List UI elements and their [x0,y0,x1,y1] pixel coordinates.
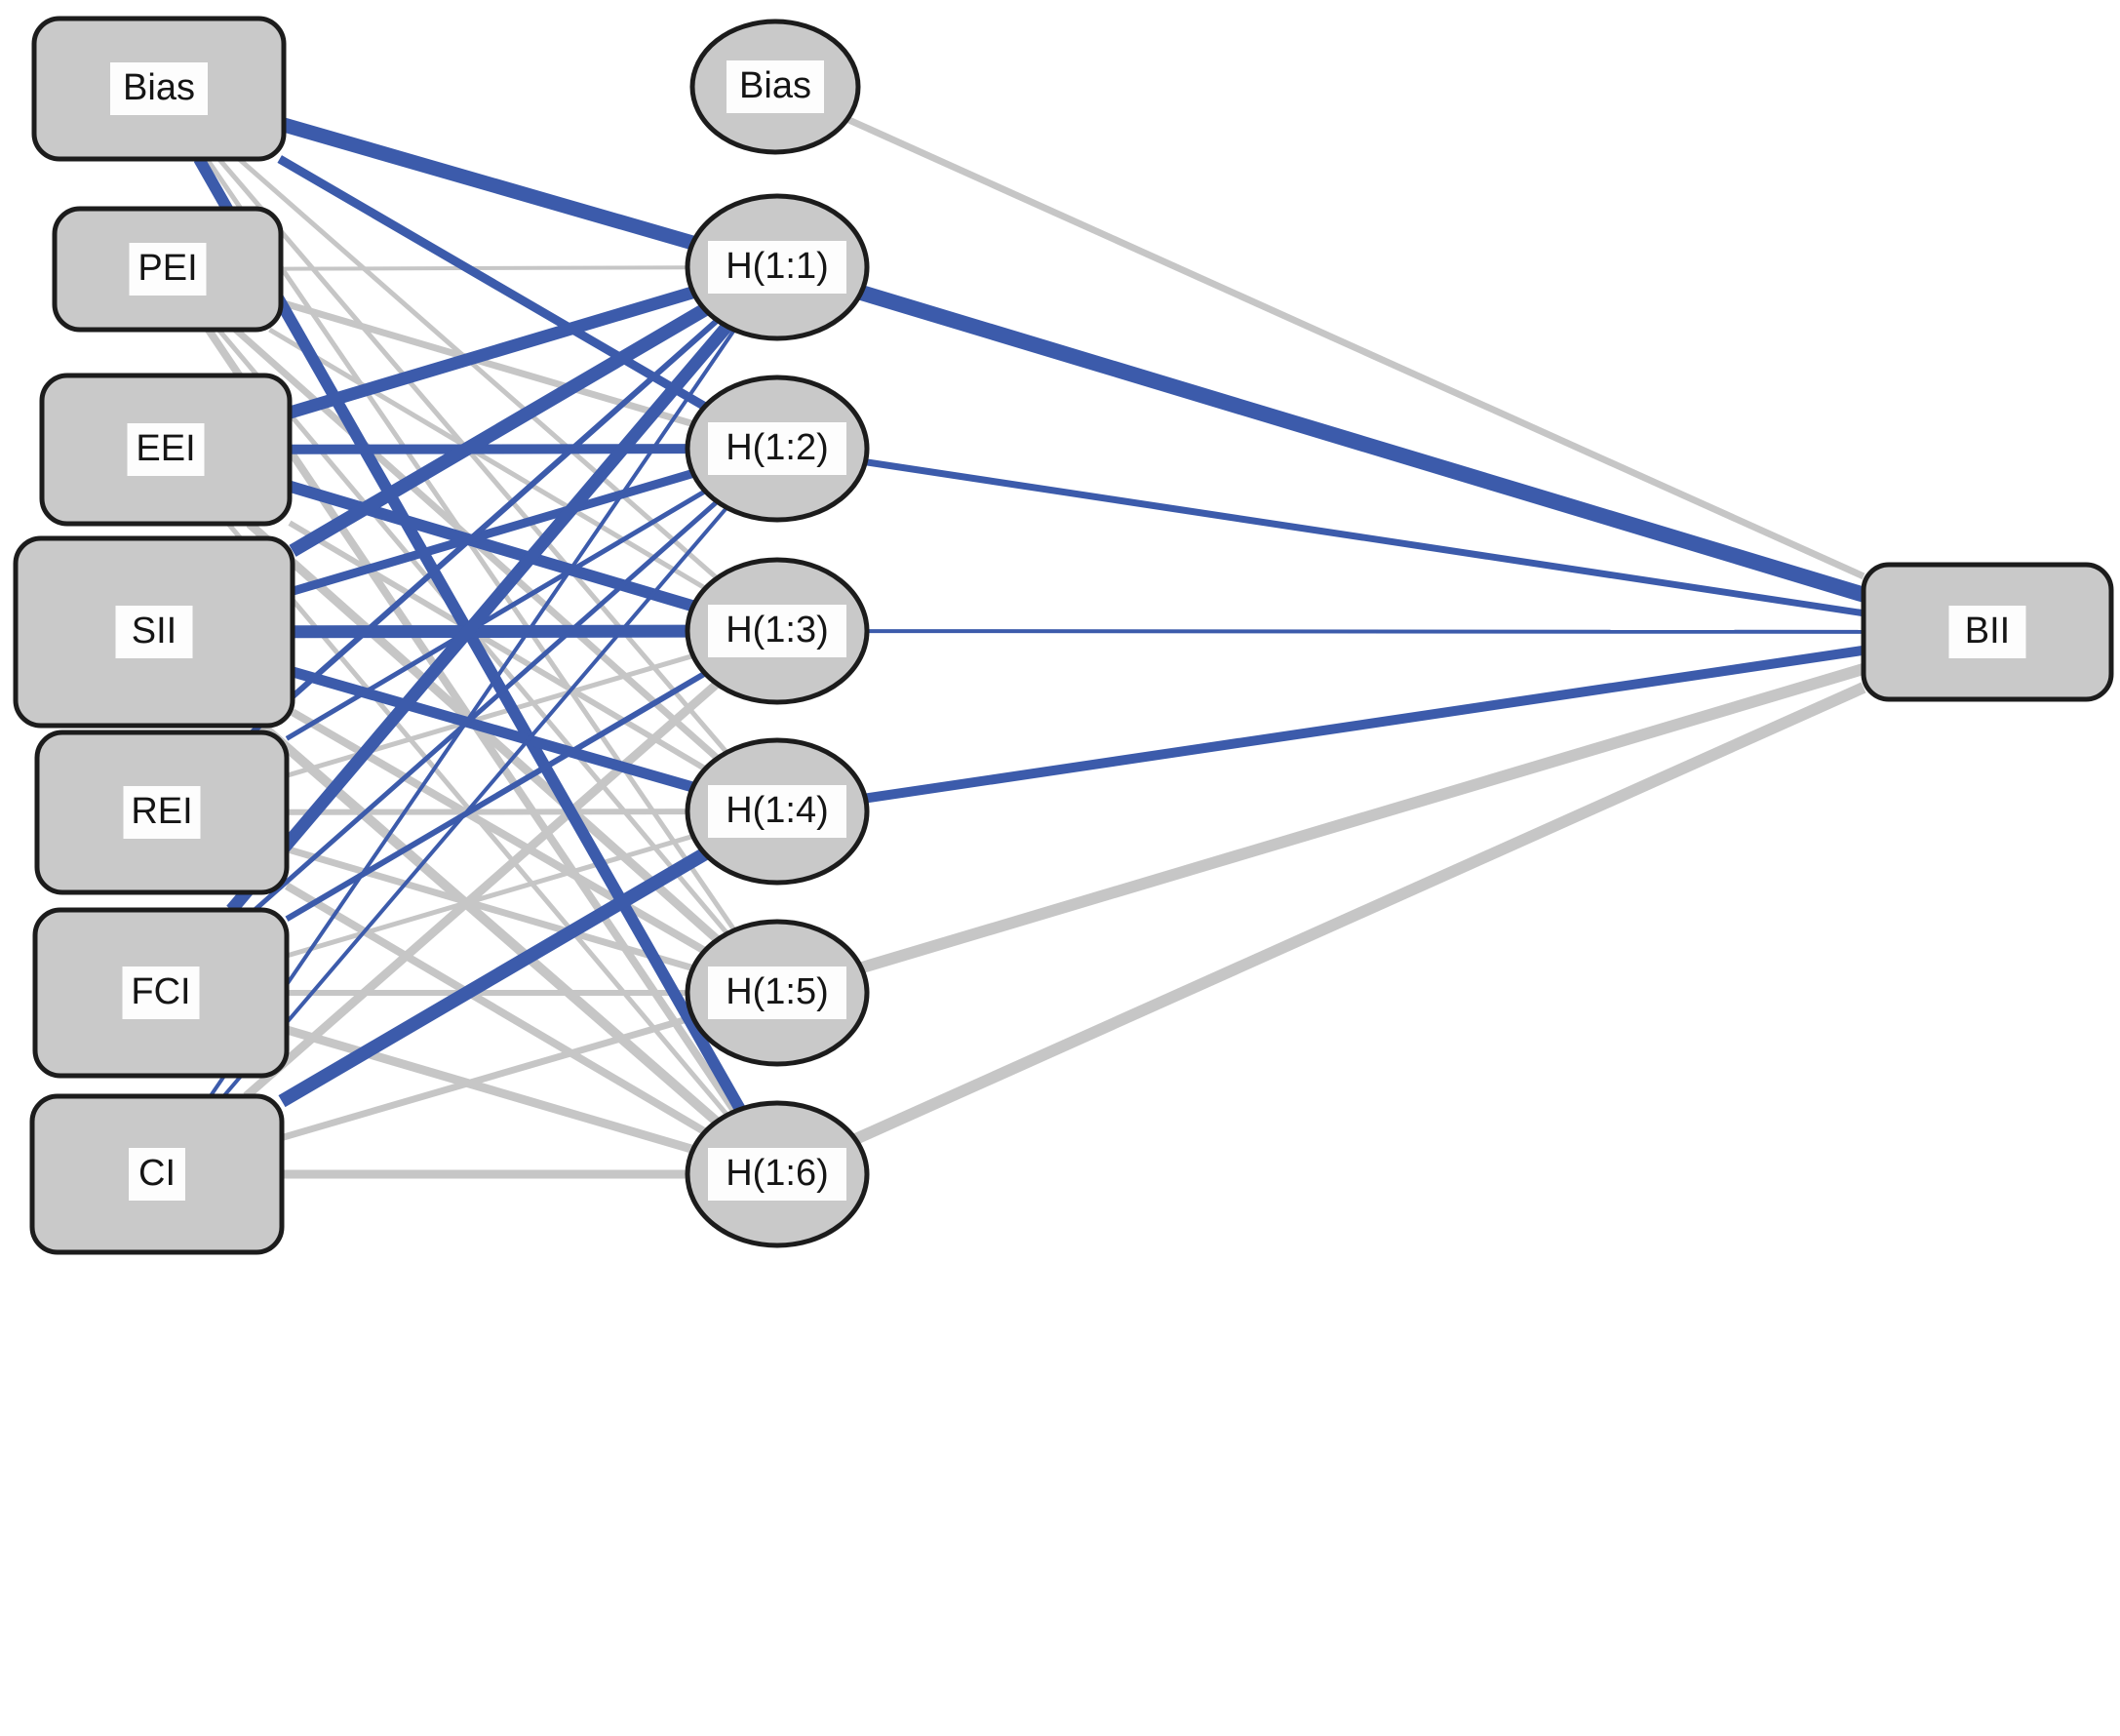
node-label: Bias [123,67,195,108]
connection-edge [226,322,732,915]
node-label-plate [708,422,846,475]
connection-edge [268,327,707,591]
connection-edge [284,882,708,1135]
node-h5[interactable]: H(1:5) [685,919,870,1067]
node-label-plate [129,243,207,296]
connection-edge [286,833,694,959]
connection-edge [288,286,695,419]
node-label-plate [708,785,846,838]
connection-edge [280,265,688,271]
node-label: H(1:3) [726,610,829,651]
node-label-plate [129,1148,185,1201]
node-h4[interactable]: H(1:4) [685,737,870,886]
connection-edge [243,680,721,1100]
node-h3[interactable]: H(1:3) [685,557,870,705]
connection-edge [852,682,1866,1145]
connection-edge [286,809,688,815]
node-label: H(1:4) [726,790,829,831]
node-label: H(1:5) [726,971,829,1012]
connection-edge [864,458,1865,617]
connection-edge [237,157,719,580]
node-label-plate [708,967,846,1019]
node-in_eei[interactable]: EEI [39,373,293,527]
node-in_pei[interactable]: PEI [52,206,284,333]
node-h2[interactable]: H(1:2) [685,375,870,523]
node-label-plate [115,606,193,658]
node-label-plate [708,1148,846,1201]
node-label: FCI [131,971,190,1012]
connection-edge [291,666,695,793]
node-h_bias[interactable]: Bias [689,19,861,155]
connection-edge [291,469,695,596]
connection-edge [286,846,694,972]
node-in_sii[interactable]: SII [13,535,295,729]
connection-edge [281,1013,694,1141]
node-label: BII [1965,611,2010,651]
node-label: Bias [739,65,811,106]
connection-edge [221,506,728,1098]
node-label: H(1:6) [726,1153,829,1194]
connection-edge [859,663,1865,974]
node-label-plate [1948,606,2026,658]
connection-edge [281,117,695,251]
connection-edge [866,629,1865,634]
connection-edge [292,624,688,639]
connection-edge [285,670,707,922]
connection-edge [250,318,720,735]
node-label: H(1:2) [726,427,829,468]
node-label: SII [132,611,177,651]
node-in_ci[interactable]: CI [29,1093,285,1255]
connection-edge [289,303,709,557]
edges-group [193,116,1866,1179]
connection-edge [285,489,707,741]
node-label: PEI [137,248,197,289]
node-h1[interactable]: H(1:1) [685,193,870,341]
node-label: H(1:1) [726,246,829,287]
connection-edge [285,1025,695,1154]
node-in_fci[interactable]: FCI [32,907,290,1079]
connection-edge [864,645,1865,804]
connection-edge [277,155,708,411]
connection-edge [209,329,736,1098]
node-in_rei[interactable]: REI [34,730,290,895]
node-h6[interactable]: H(1:6) [685,1100,870,1248]
node-out_bii[interactable]: BII [1861,562,2114,702]
node-label: CI [138,1153,176,1194]
connection-edge [845,116,1865,580]
node-label: EEI [136,428,195,469]
connection-edge [288,520,707,771]
node-label-plate [708,605,846,657]
node-label-plate [726,60,824,113]
node-label-plate [110,62,208,115]
node-label-plate [123,786,201,839]
node-label-plate [127,423,205,476]
node-label-plate [708,241,846,294]
node-in_bias[interactable]: Bias [31,16,287,162]
node-label-plate [122,967,200,1019]
connection-edge [858,285,1866,603]
connection-edge [216,157,729,755]
connection-edge [253,499,720,912]
connection-edge [278,848,709,1108]
node-label: REI [131,791,192,832]
